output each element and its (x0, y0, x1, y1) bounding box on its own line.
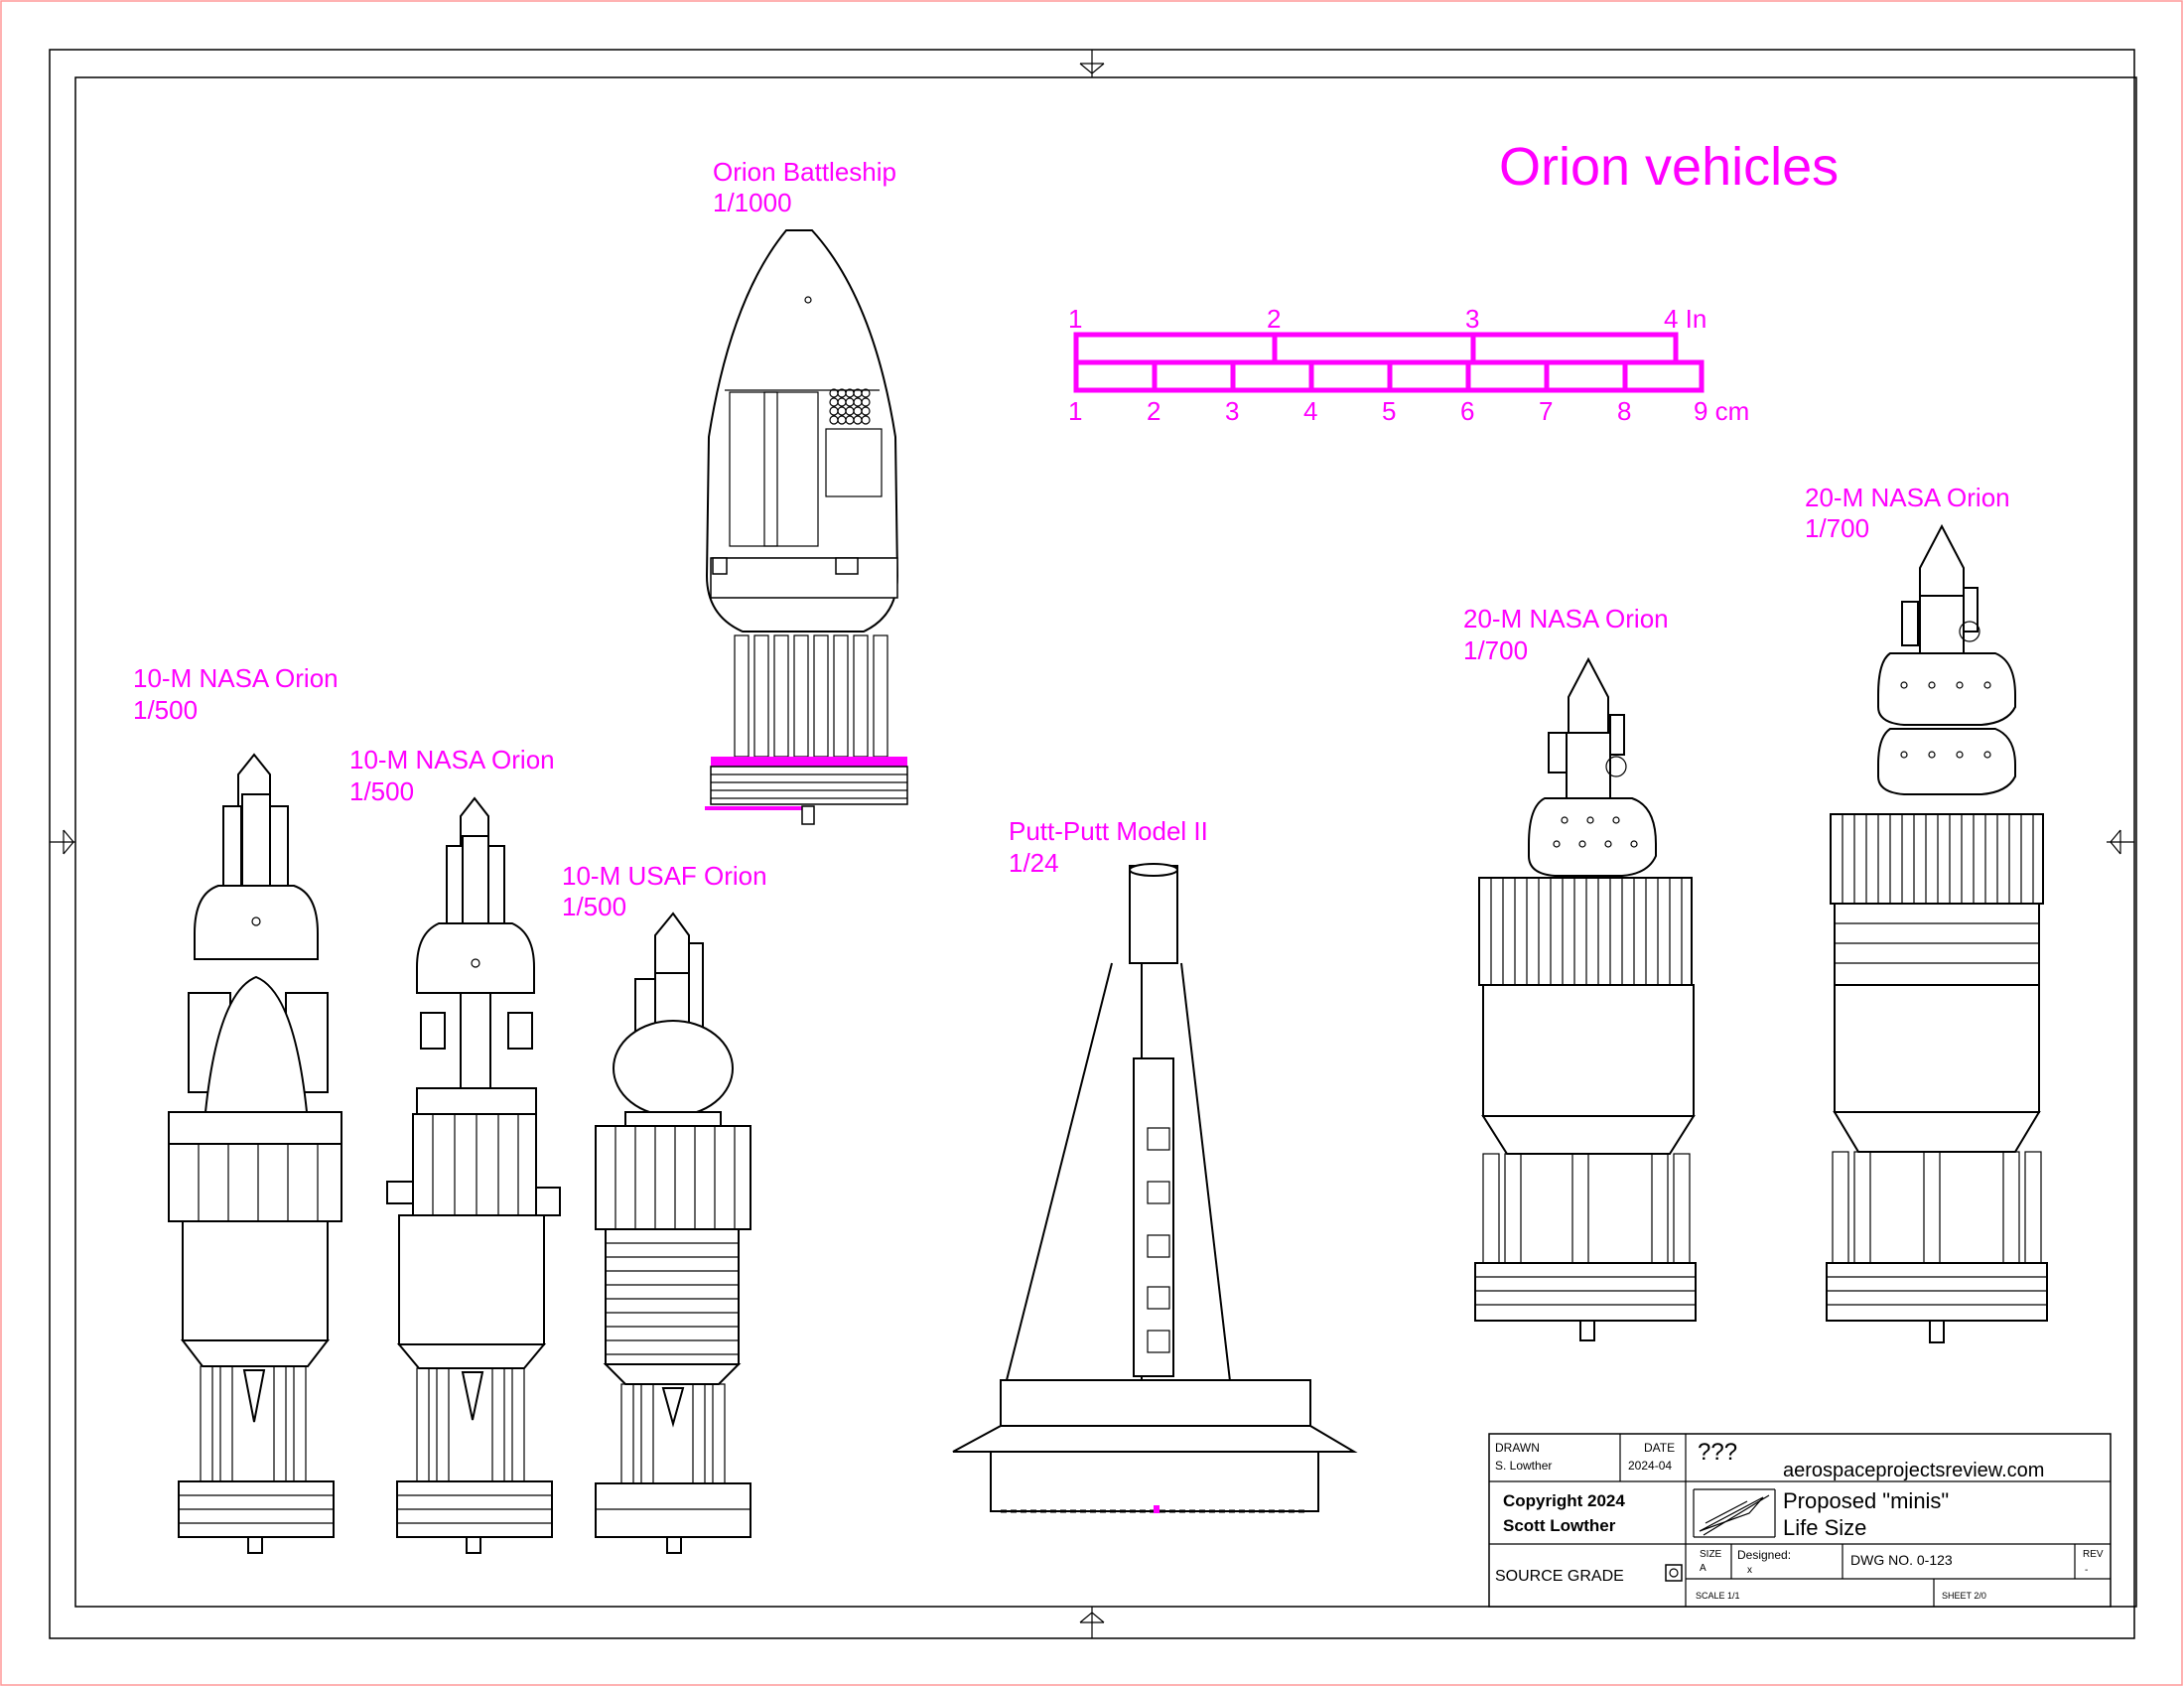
putt-putt-model-ii-drawing (952, 863, 1358, 1513)
size-label: SIZE (1700, 1549, 1722, 1560)
inch-label: 1 (1068, 304, 1082, 334)
unknown-mark: ??? (1698, 1439, 1737, 1466)
source-grade-label: SOURCE GRADE (1495, 1568, 1624, 1585)
inch-label: 4 In (1664, 304, 1706, 334)
centering-mark-left (50, 829, 75, 855)
drawn-by: S. Lowther (1495, 1459, 1552, 1473)
cm-label: 5 (1382, 396, 1396, 426)
centering-mark-top (1079, 50, 1105, 77)
vehicle-scale: 1/500 (133, 695, 198, 725)
cm-label: 3 (1225, 396, 1239, 426)
cm-label: 8 (1617, 396, 1631, 426)
vehicle-name: 20-M NASA Orion (1805, 483, 2010, 512)
vehicle-label-10m-nasa-b: 10-M NASA Orion 1/500 (349, 745, 555, 806)
rocket-logo-icon (1699, 1494, 1770, 1536)
vehicle-name: 10-M USAF Orion (562, 861, 767, 891)
10m-nasa-orion-b-drawing (386, 796, 561, 1554)
vehicle-name: Putt-Putt Model II (1009, 816, 1208, 846)
centering-mark-right (2107, 829, 2134, 855)
title-block: DRAWN S. Lowther DATE 2024-04 ??? aerosp… (1488, 1433, 2112, 1608)
10m-usaf-orion-drawing (595, 912, 751, 1554)
vehicle-scale: 1/1000 (713, 188, 792, 217)
cm-label: 1 (1068, 396, 1082, 426)
dwg-no: DWG NO. 0-123 (1850, 1552, 1953, 1568)
size-value: A (1700, 1563, 1706, 1574)
20m-nasa-orion-b-drawing (1826, 523, 2048, 1343)
vehicle-scale: 1/700 (1463, 635, 1528, 665)
scale-value: SCALE 1/1 (1696, 1591, 1740, 1601)
vehicle-label-putt-putt: Putt-Putt Model II 1/24 (1009, 816, 1208, 878)
scale-bar: 1 2 3 4 In 1 2 3 4 5 6 7 8 9 cm (1068, 304, 1749, 426)
source-grade-box-icon (1665, 1564, 1683, 1582)
vehicle-scale: 1/24 (1009, 848, 1059, 878)
vehicle-label-10m-usaf: 10-M USAF Orion 1/500 (562, 861, 767, 921)
website: aerospaceprojectsreview.com (1783, 1460, 2044, 1481)
vehicle-scale: 1/500 (349, 776, 414, 806)
inch-label: 2 (1267, 304, 1281, 334)
drawing-title-line1: Proposed "minis" (1783, 1488, 1949, 1513)
drawing-title: Orion vehicles (1499, 137, 1839, 197)
cm-label: 6 (1460, 396, 1474, 426)
20m-nasa-orion-a-drawing (1474, 656, 1697, 1341)
drawn-label: DRAWN (1495, 1441, 1540, 1455)
designed-label: Designed: (1737, 1548, 1791, 1562)
cm-label: 7 (1539, 396, 1553, 426)
rev-value: - (2085, 1565, 2088, 1576)
vehicle-name: 10-M NASA Orion (349, 745, 555, 774)
copyright-line1: Copyright 2024 (1503, 1491, 1625, 1510)
rev-label: REV (2083, 1549, 2104, 1560)
vehicle-label-20m-nasa-b: 20-M NASA Orion 1/700 (1805, 483, 2010, 543)
date-label: DATE (1644, 1441, 1675, 1455)
cm-label: 9 cm (1694, 396, 1749, 426)
date-value: 2024-04 (1628, 1459, 1672, 1473)
vehicle-label-20m-nasa-a: 20-M NASA Orion 1/700 (1463, 604, 1669, 665)
copyright-line2: Scott Lowther (1503, 1516, 1616, 1535)
vehicle-name: 20-M NASA Orion (1463, 604, 1669, 633)
vehicle-scale: 1/700 (1805, 513, 1869, 543)
inch-label: 3 (1465, 304, 1479, 334)
drawing-title-line2: Life Size (1783, 1515, 1866, 1540)
vehicle-label-battleship: Orion Battleship 1/1000 (713, 157, 896, 217)
vehicle-scale: 1/500 (562, 892, 626, 921)
centering-mark-bottom (1079, 1607, 1105, 1638)
sheet-value: SHEET 2/0 (1942, 1591, 1986, 1601)
designed-value: x (1747, 1565, 1752, 1576)
vehicle-name: Orion Battleship (713, 157, 896, 187)
orion-battleship-drawing (705, 229, 908, 825)
10m-nasa-orion-a-drawing (168, 753, 342, 1554)
cm-label: 2 (1147, 396, 1160, 426)
cm-label: 4 (1303, 396, 1317, 426)
vehicle-name: 10-M NASA Orion (133, 663, 339, 693)
vehicle-label-10m-nasa-a: 10-M NASA Orion 1/500 (133, 663, 339, 725)
